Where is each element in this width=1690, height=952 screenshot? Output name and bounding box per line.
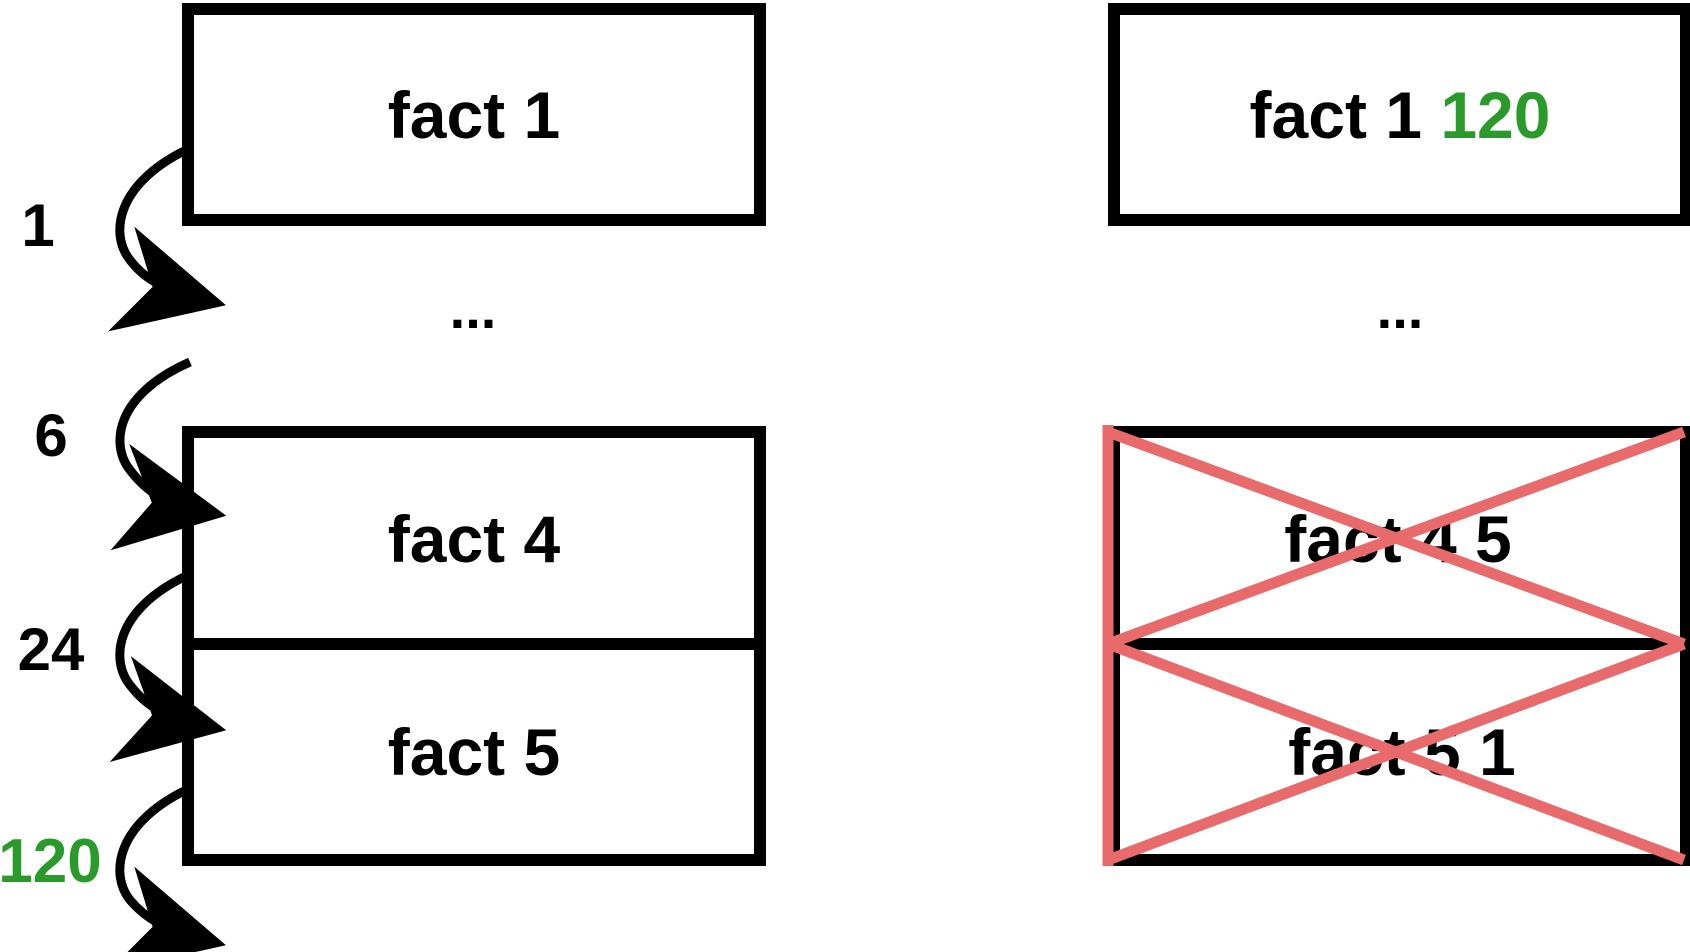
cross-out-icon <box>1102 425 1686 650</box>
return-value-1: 1 <box>21 192 54 259</box>
right-frame-fact-1 <box>1108 3 1690 226</box>
right-frame-fact-1-call: fact 1 <box>1250 78 1422 152</box>
return-arrows <box>108 145 227 952</box>
return-arrow-icon <box>110 357 227 551</box>
right-ellipsis: ... <box>1377 277 1424 340</box>
return-arrow-icon <box>109 571 227 762</box>
left-frame-fact-4-label: fact 4 <box>388 502 561 576</box>
return-value-6: 6 <box>34 402 67 469</box>
return-value-120: 120 <box>0 827 102 896</box>
left-frame-fact-5-label: fact 5 <box>388 715 560 789</box>
return-values: 1 6 24 120 <box>0 192 102 896</box>
left-ellipsis: ... <box>450 277 497 340</box>
left-frame-fact-1-label: fact 1 <box>388 78 560 152</box>
return-value-24: 24 <box>18 616 85 683</box>
return-arrow-icon <box>108 785 226 952</box>
left-frame-fact-1 <box>182 3 766 226</box>
right-call-stack: fact 1 120 ... fact 4 5 fact 5 1 <box>1102 3 1690 866</box>
left-call-stack: fact 1 ... fact 4 fact 5 <box>182 3 766 866</box>
right-frame-fact-1-result: 120 <box>1440 78 1550 152</box>
right-frame-fact-1-label: fact 1 120 <box>1250 78 1551 152</box>
return-arrow-icon <box>108 145 226 332</box>
left-frame-fact-5 <box>182 638 766 866</box>
cross-out-icon <box>1102 638 1686 866</box>
cross-out-marks <box>1102 425 1686 866</box>
